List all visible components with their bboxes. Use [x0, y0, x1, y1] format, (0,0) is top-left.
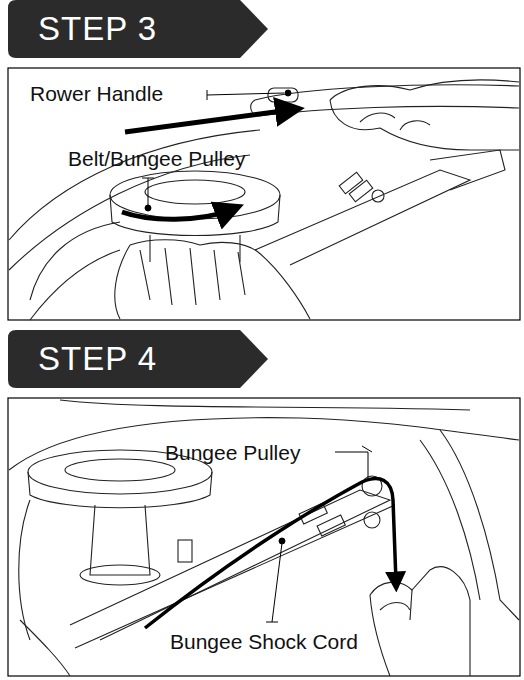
part-label: Bungee Pulley [165, 441, 300, 465]
step-banner: STEP 3 [8, 0, 268, 58]
bungee-cord-arrow [145, 479, 396, 628]
motion-arrow [122, 210, 230, 219]
panel-frame [8, 68, 520, 320]
step3-illustration [9, 80, 519, 320]
motion-arrow [125, 110, 290, 132]
step-title: STEP 4 [38, 330, 268, 378]
step-banner: STEP 4 [8, 330, 268, 388]
leader-line [266, 446, 372, 622]
part-label: Belt/Bungee Pulley [68, 147, 245, 171]
step-title: STEP 3 [38, 0, 268, 48]
step4-illustration [9, 400, 519, 676]
part-label: Rower Handle [30, 82, 163, 106]
part-label: Bungee Shock Cord [170, 630, 358, 654]
panel-frame [8, 398, 520, 676]
